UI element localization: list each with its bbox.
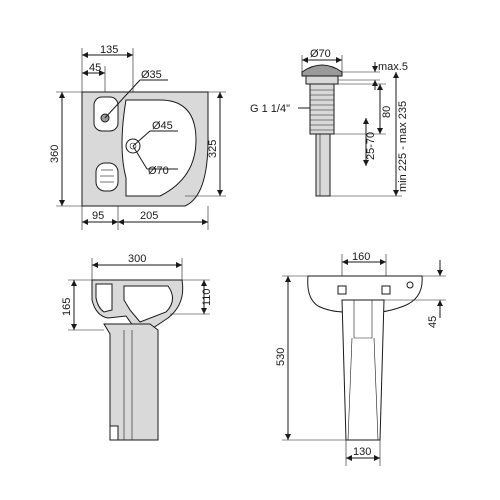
drain-view: Ø70 max.5 G 1 1/4" 80 25-70 min 225 - ma…	[250, 48, 409, 197]
dim-205: 205	[140, 210, 158, 222]
dim-dia35: Ø35	[141, 69, 162, 81]
dim-dia70-top: Ø70	[148, 165, 169, 177]
dim-130: 130	[353, 446, 371, 458]
dim-25-70: 25-70	[365, 132, 377, 160]
dim-530: 530	[275, 348, 287, 366]
dim-160: 160	[352, 251, 370, 263]
drain-thread	[309, 83, 335, 135]
dim-135: 135	[100, 44, 118, 56]
side-view: 300 165 110	[61, 253, 213, 441]
soap-dish	[95, 162, 119, 192]
dim-360: 360	[49, 145, 61, 163]
dim-95: 95	[92, 210, 104, 222]
top-view: 135 45 Ø35 360 325 Ø45 Ø70 95 205	[49, 44, 226, 230]
drain-cap	[301, 64, 343, 77]
dim-165: 165	[61, 298, 73, 316]
dim-80: 80	[381, 106, 393, 118]
dim-max5: max.5	[378, 61, 408, 73]
dim-300: 300	[128, 253, 146, 265]
bowl-outline	[121, 99, 197, 197]
pedestal-front	[341, 299, 385, 441]
dim-dia45: Ø45	[152, 120, 173, 132]
dim-110: 110	[201, 288, 213, 306]
dim-45-right: 45	[427, 316, 439, 328]
front-view: 160 45 530 130	[275, 251, 446, 466]
dim-range-total: min 225 - max 235	[397, 101, 409, 192]
pedestal-side	[103, 323, 159, 441]
dim-thread: G 1 1/4"	[250, 103, 290, 115]
dim-45-top: 45	[89, 62, 101, 74]
dim-dia70-drain: Ø70	[310, 48, 331, 60]
dim-325: 325	[207, 140, 219, 158]
drain-pipe	[315, 133, 331, 197]
